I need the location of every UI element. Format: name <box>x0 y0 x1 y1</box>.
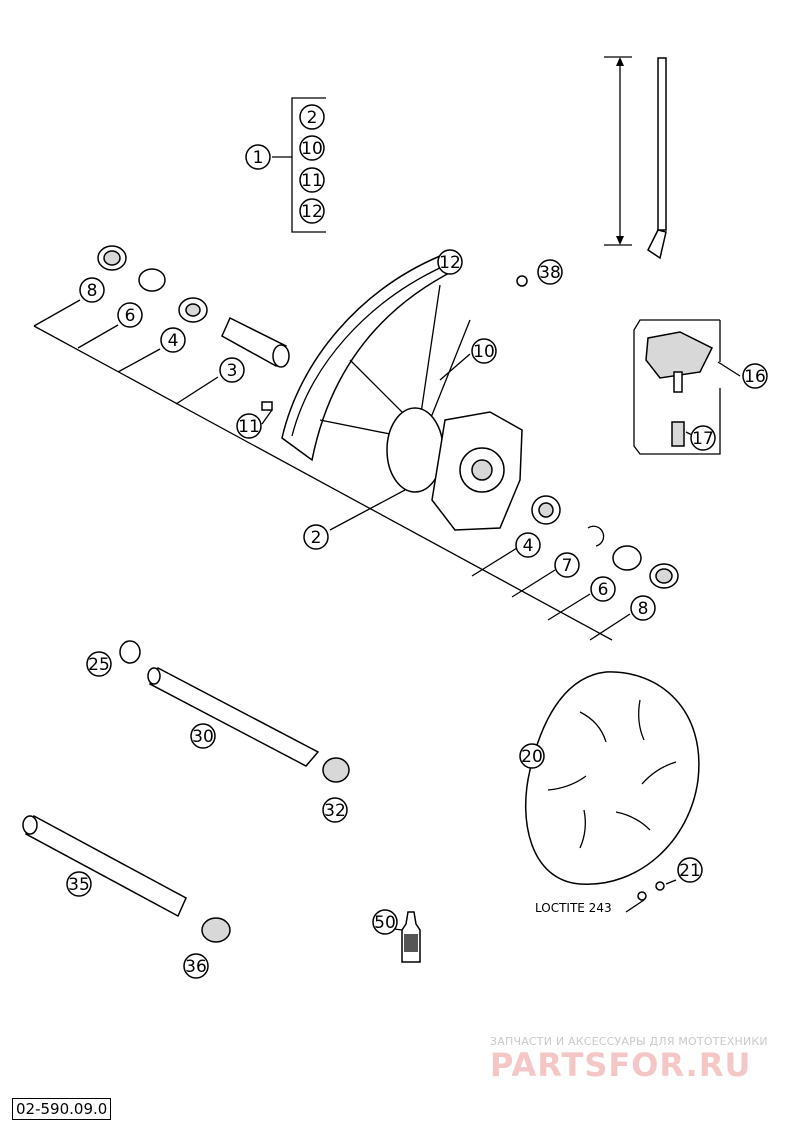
svg-text:7: 7 <box>562 556 573 576</box>
callout-11b: 11 <box>236 413 262 439</box>
svg-text:38: 38 <box>539 263 561 283</box>
svg-text:10: 10 <box>301 139 323 159</box>
axle-35-parts <box>22 814 231 943</box>
callouts: 1 2 10 11 12 12 38 10 8 6 4 3 11 16 17 2… <box>66 104 768 979</box>
svg-text:35: 35 <box>68 875 90 895</box>
svg-text:12: 12 <box>301 202 323 222</box>
callout-32: 32 <box>322 797 348 823</box>
callout-6b: 6 <box>590 576 616 602</box>
svg-text:25: 25 <box>88 655 110 675</box>
svg-text:4: 4 <box>168 331 179 351</box>
callout-12: 12 <box>299 198 325 224</box>
svg-text:17: 17 <box>692 429 714 449</box>
callout-10b: 10 <box>471 338 497 364</box>
svg-text:6: 6 <box>598 580 609 600</box>
callout-12b: 12 <box>437 249 463 275</box>
callout-17: 17 <box>690 425 716 451</box>
callout-10: 10 <box>299 135 325 161</box>
svg-text:16: 16 <box>744 367 766 387</box>
svg-text:32: 32 <box>324 801 346 821</box>
bearing-parts-right <box>531 495 679 589</box>
svg-text:11: 11 <box>238 417 260 437</box>
callout-38: 38 <box>537 259 563 285</box>
loctite-bottle <box>385 911 421 963</box>
callout-20: 20 <box>519 743 545 769</box>
spoke-part <box>604 56 667 260</box>
callout-35: 35 <box>66 871 92 897</box>
kit-bracket <box>272 97 326 233</box>
svg-text:30: 30 <box>192 727 214 747</box>
callout-1: 1 <box>245 144 271 170</box>
callout-21: 21 <box>677 857 703 883</box>
svg-text:11: 11 <box>301 171 323 191</box>
callout-3: 3 <box>219 357 245 383</box>
wheel-rim-hub <box>281 255 528 531</box>
callout-8b: 8 <box>630 595 656 621</box>
callout-16: 16 <box>742 363 768 389</box>
callout-2: 2 <box>299 104 325 130</box>
svg-text:20: 20 <box>521 747 543 767</box>
watermark-brand: PARTSFOR.RU <box>490 1046 752 1084</box>
svg-text:50: 50 <box>374 913 396 933</box>
brake-disc <box>524 671 700 913</box>
svg-text:21: 21 <box>679 861 701 881</box>
svg-text:2: 2 <box>311 528 322 548</box>
callout-36: 36 <box>183 953 209 979</box>
axle-30-parts <box>119 640 350 783</box>
valve-parts <box>633 319 721 455</box>
watermark-caption: ЗАПЧАСТИ И АКСЕССУАРЫ ДЛЯ МОТОТЕХНИКИ <box>490 1035 768 1048</box>
callout-50: 50 <box>372 909 398 935</box>
svg-text:6: 6 <box>125 306 136 326</box>
svg-text:8: 8 <box>638 599 649 619</box>
svg-text:8: 8 <box>87 281 98 301</box>
callout-2b: 2 <box>303 524 329 550</box>
leader-lines-left <box>33 267 741 641</box>
loctite-note: LOCTITE 243 <box>535 901 612 915</box>
bearing-parts-left <box>97 245 290 411</box>
callout-30: 30 <box>190 723 216 749</box>
svg-text:36: 36 <box>185 957 207 977</box>
callout-6: 6 <box>117 302 143 328</box>
svg-text:1: 1 <box>253 148 264 168</box>
document-number: 02-590.09.0 <box>12 1098 112 1120</box>
svg-text:4: 4 <box>523 536 534 556</box>
callout-25: 25 <box>86 651 112 677</box>
callout-7: 7 <box>554 552 580 578</box>
callout-4b: 4 <box>515 532 541 558</box>
callout-11: 11 <box>299 167 325 193</box>
callout-8: 8 <box>79 277 105 303</box>
svg-text:2: 2 <box>307 108 318 128</box>
svg-text:10: 10 <box>473 342 495 362</box>
svg-text:12: 12 <box>439 253 461 273</box>
svg-text:3: 3 <box>227 361 238 381</box>
callout-4: 4 <box>160 327 186 353</box>
